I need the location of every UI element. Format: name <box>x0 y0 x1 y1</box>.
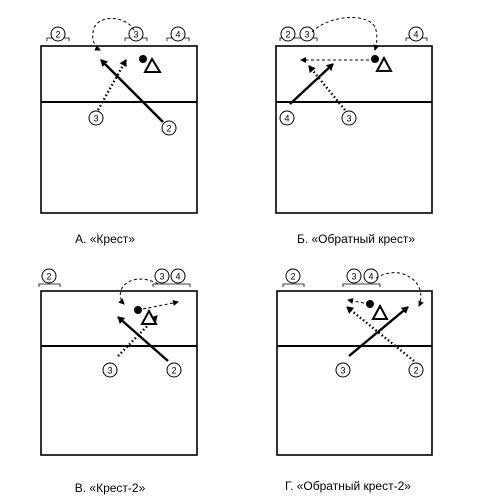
ball <box>139 55 147 63</box>
player-bench-3: 3 <box>128 26 144 42</box>
player-court-3: 3 <box>335 362 351 378</box>
player-bench-4: 4 <box>408 26 424 42</box>
player-number: 2 <box>290 272 295 282</box>
ball <box>371 55 379 63</box>
player-number: 4 <box>284 114 289 124</box>
bench-left <box>279 37 318 41</box>
player-court-2: 2 <box>408 362 424 378</box>
player-number: 3 <box>351 272 356 282</box>
attack-path-player-3 <box>348 306 409 357</box>
player-number: 2 <box>171 366 176 376</box>
player-bench-3: 3 <box>154 268 170 284</box>
player-court-4: 4 <box>279 110 295 126</box>
setter-path <box>92 18 135 51</box>
player-number: 3 <box>346 114 351 124</box>
player-number: 2 <box>55 30 60 40</box>
court <box>40 45 198 214</box>
player-number: 3 <box>107 366 112 376</box>
diagram-caption: Б. «Обратный крест» <box>297 232 415 246</box>
player-court-2: 2 <box>161 120 177 136</box>
setter-path <box>311 17 380 51</box>
player-court-3: 3 <box>341 110 357 126</box>
diagram-c: 2 3 4 3 2 В. «Крест-2» <box>38 268 198 495</box>
player-number: 4 <box>175 272 180 282</box>
diagram-d: 2 3 4 3 2 Г. «Обратный крест-2» <box>276 268 433 493</box>
bench-left <box>282 283 305 287</box>
attack-path-player-2 <box>117 316 169 362</box>
court <box>40 290 198 456</box>
player-bench-4: 4 <box>363 268 379 284</box>
player-bench-4: 4 <box>170 268 186 284</box>
setter-path <box>375 272 424 307</box>
set-path <box>347 297 365 304</box>
bench-right <box>342 283 381 287</box>
player-court-3: 3 <box>102 362 118 378</box>
bench-right <box>152 283 191 287</box>
setter-triangle <box>143 56 162 73</box>
player-number: 3 <box>340 366 345 376</box>
approach-path-player-3 <box>117 315 158 357</box>
court <box>275 45 433 214</box>
ball <box>366 300 374 308</box>
diagram-caption: Г. «Обратный крест-2» <box>285 479 411 493</box>
player-court-3: 3 <box>88 110 104 126</box>
ball <box>134 306 142 314</box>
player-number: 4 <box>368 272 373 282</box>
player-number: 4 <box>175 30 180 40</box>
diagram-caption: А. «Крест» <box>75 232 135 246</box>
player-number: 2 <box>413 366 418 376</box>
player-number: 2 <box>166 124 171 134</box>
approach-path-player-3 <box>308 65 346 111</box>
player-bench-4: 4 <box>170 26 186 42</box>
diagram-a: 2 3 4 3 2 А. «Крест» <box>40 18 198 246</box>
setter-triangle <box>375 55 393 72</box>
player-bench-2: 2 <box>280 26 296 42</box>
attack-path-player-4 <box>289 63 334 105</box>
approach-path-player-3 <box>96 59 128 111</box>
player-bench-2: 2 <box>50 26 66 42</box>
player-number: 3 <box>133 30 138 40</box>
diagram-caption: В. «Крест-2» <box>75 481 146 495</box>
court <box>276 290 433 456</box>
setter-triangle <box>140 308 158 325</box>
player-number: 2 <box>46 272 51 282</box>
player-number: 4 <box>413 30 418 40</box>
setter-triangle <box>371 303 389 320</box>
player-bench-3: 3 <box>299 26 315 42</box>
player-number: 3 <box>93 114 98 124</box>
player-number: 3 <box>304 30 309 40</box>
attack-path-player-2 <box>100 59 164 123</box>
setter-path <box>118 278 159 305</box>
set-path <box>142 300 179 310</box>
player-bench-2: 2 <box>41 268 57 284</box>
diagram-b: 2 3 4 4 3 Б. «Обратный крест» <box>275 17 433 246</box>
player-bench-2: 2 <box>285 268 301 284</box>
player-number: 3 <box>159 272 164 282</box>
bench-left <box>38 283 61 287</box>
player-court-2: 2 <box>166 362 182 378</box>
player-number: 2 <box>285 30 290 40</box>
player-bench-3: 3 <box>346 268 362 284</box>
